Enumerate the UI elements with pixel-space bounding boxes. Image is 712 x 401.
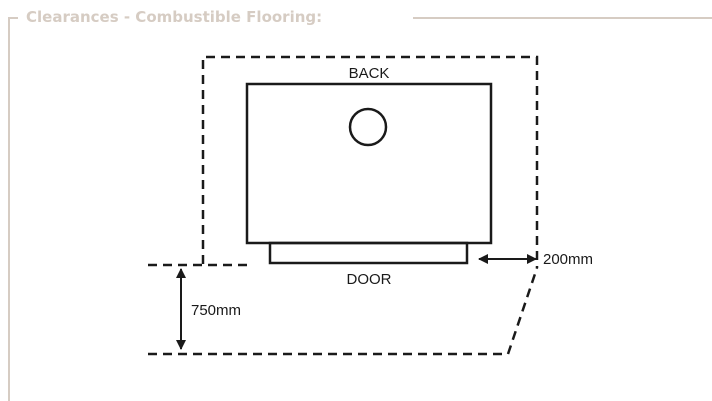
back-label: BACK [349, 65, 390, 82]
section-frame-top-stub [8, 17, 18, 19]
door-label: DOOR [347, 271, 392, 288]
front-clearance-label: 750mm [191, 302, 241, 319]
side-clearance-label: 200mm [543, 251, 593, 268]
section-title: Clearances - Combustible Flooring: [26, 8, 323, 26]
section-frame-top-line [413, 17, 712, 19]
clearance-zone-outline [201, 55, 539, 268]
flue-outlet-icon [348, 107, 388, 147]
stove-door [268, 241, 469, 265]
section-frame-left [8, 17, 10, 401]
hearth-side-edge [506, 267, 539, 355]
